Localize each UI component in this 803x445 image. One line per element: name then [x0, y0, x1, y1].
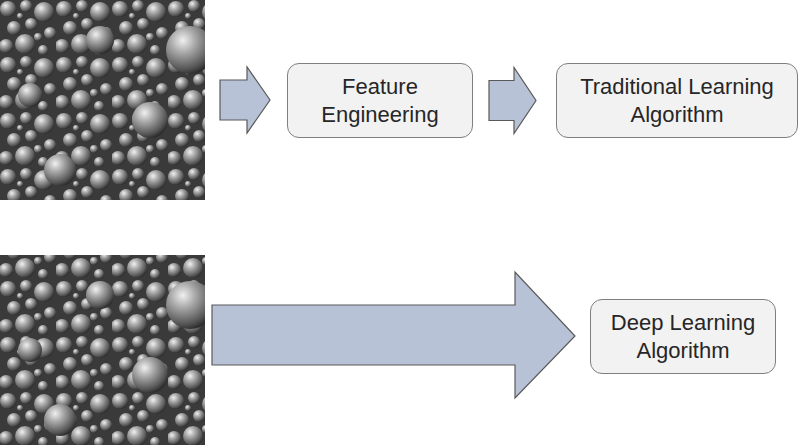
- process-box: Traditional Learning Algorithm: [556, 63, 798, 138]
- block-arrow: [212, 272, 575, 398]
- box-label: Traditional Learning Algorithm: [569, 73, 785, 128]
- block-arrow: [220, 67, 270, 133]
- block-arrow: [489, 68, 536, 134]
- micrograph: [0, 0, 205, 200]
- box-label: Feature Engineering: [300, 73, 460, 128]
- micrograph: [0, 255, 205, 445]
- process-box: Deep Learning Algorithm: [590, 299, 776, 374]
- box-label: Deep Learning Algorithm: [603, 309, 763, 364]
- process-box: Feature Engineering: [287, 63, 473, 138]
